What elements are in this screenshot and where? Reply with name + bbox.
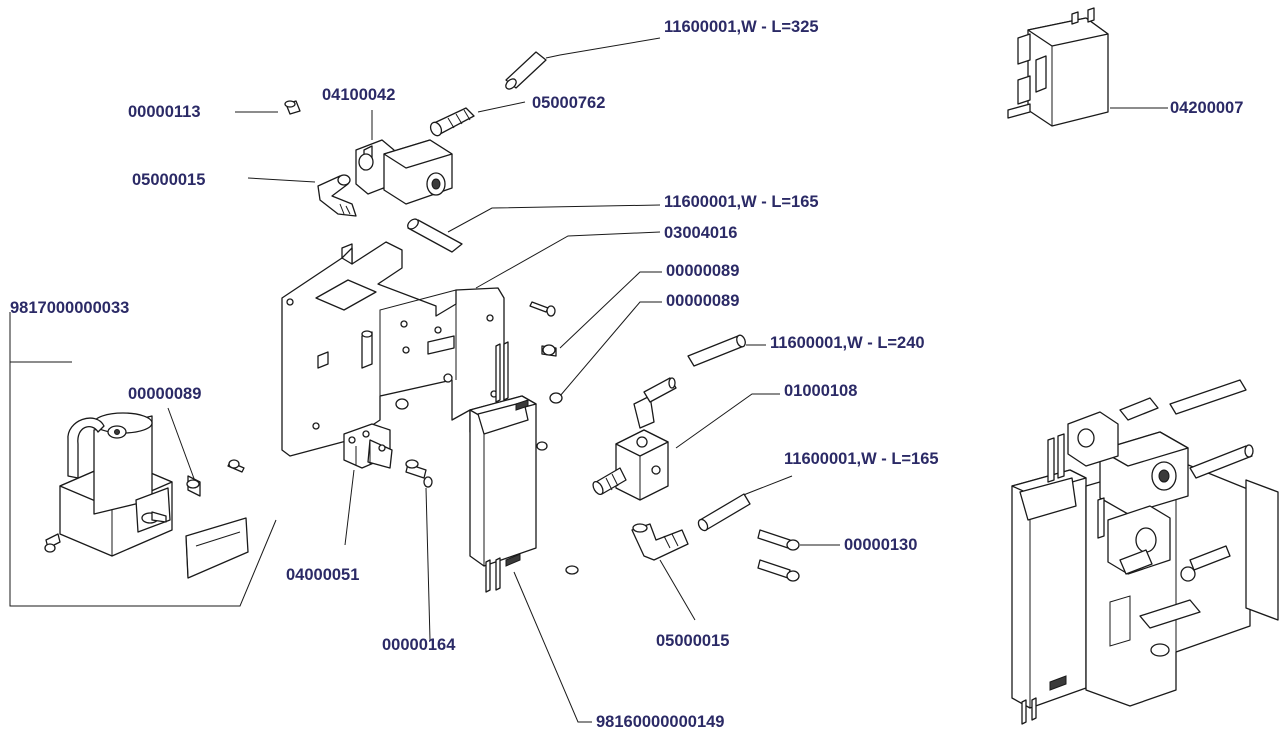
boiler-98160000000149 [469, 341, 537, 593]
tube-l165-right [697, 493, 751, 532]
part-label-00000113: 00000113 [128, 103, 201, 121]
terminal-block-04000051 [343, 423, 393, 469]
part-label-9817000000033: 9817000000033 [10, 299, 130, 317]
part-label-tube-l165-top: 11600001,W - L=165 [664, 193, 819, 211]
part-label-tube-l325: 11600001,W - L=325 [664, 18, 819, 36]
pump-assembly-9817000000033 [44, 412, 249, 579]
elbow-05000015-bottom [631, 523, 689, 561]
part-label-04100042: 04100042 [322, 86, 396, 104]
part-label-05000015-top: 05000015 [132, 171, 206, 189]
screw-00000164 [405, 459, 433, 488]
screws-00000130 [757, 529, 800, 582]
tube-l240 [687, 334, 746, 367]
part-label-00000164: 00000164 [382, 636, 456, 654]
part-label-03004016: 03004016 [664, 224, 738, 242]
screw-00000113 [284, 100, 301, 115]
bracket-plate-03004016 [281, 241, 505, 457]
assembled-view [1011, 379, 1279, 725]
fitting-05000762 [429, 107, 475, 137]
elbow-05000015-top [317, 174, 357, 217]
leader-lines [9, 37, 1168, 723]
part-label-98160000000149: 98160000000149 [596, 713, 725, 731]
part-label-04200007: 04200007 [1170, 99, 1244, 117]
part-label-05000762: 05000762 [532, 94, 606, 112]
part-label-00000130: 00000130 [844, 536, 918, 554]
screws-00000089 [395, 301, 579, 575]
part-label-00000089-a: 00000089 [666, 262, 740, 280]
solenoid-valve-04100042 [355, 139, 453, 205]
part-label-tube-l165-right: 11600001,W - L=165 [784, 450, 939, 468]
distributor-block-01000108 [592, 377, 677, 501]
tube-l165-top [407, 218, 463, 253]
part-label-05000015-bottom: 05000015 [656, 632, 730, 650]
part-label-01000108: 01000108 [784, 382, 858, 400]
part-label-00000089-b: 00000089 [666, 292, 740, 310]
part-label-00000089-c: 00000089 [128, 385, 202, 403]
tube-l325 [505, 51, 547, 90]
part-label-04000051: 04000051 [286, 566, 360, 584]
part-label-tube-l240: 11600001,W - L=240 [770, 334, 925, 352]
relay-04200007 [1007, 7, 1109, 127]
